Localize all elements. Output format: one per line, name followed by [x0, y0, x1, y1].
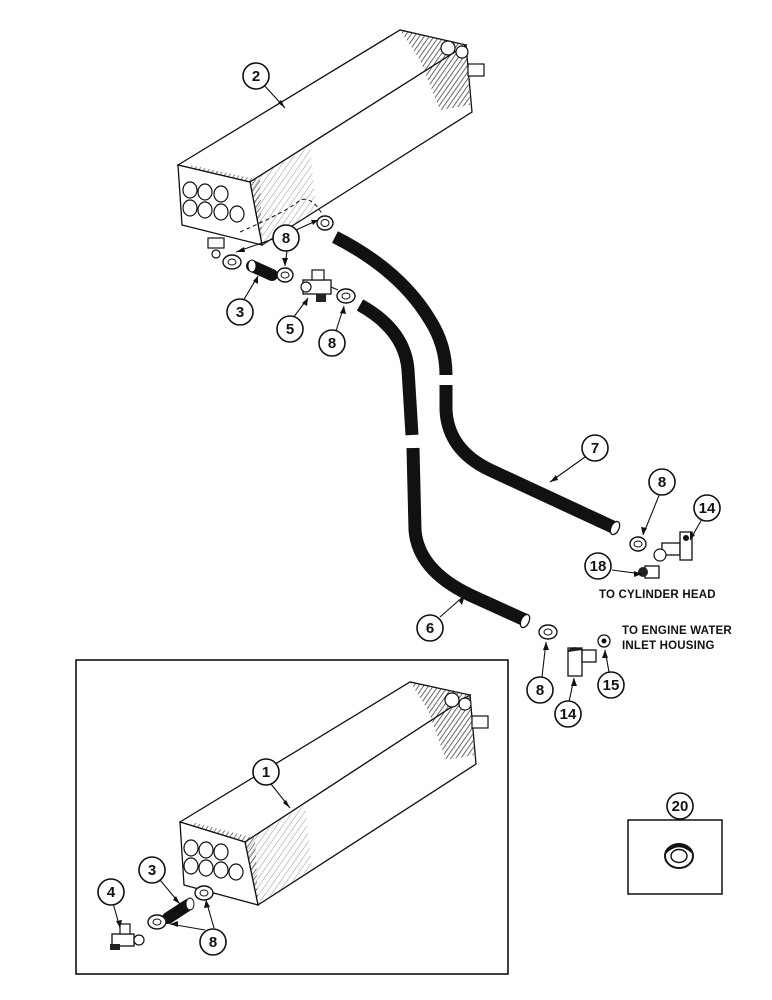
tee-fitting-lower [567, 647, 597, 677]
callout-20: 20 [666, 792, 694, 820]
arrowheads [116, 100, 695, 928]
svg-text:8: 8 [658, 474, 666, 491]
svg-text:2: 2 [252, 68, 260, 85]
callout-5: 5 [276, 315, 304, 343]
hose-clamp [316, 215, 334, 231]
clamp-hose6-end [538, 624, 558, 640]
callout-7: 7 [581, 434, 609, 462]
svg-text:3: 3 [148, 862, 156, 879]
callout-1: 1 [252, 758, 280, 786]
callout-3-inset: 3 [138, 856, 166, 884]
svg-text:7: 7 [591, 440, 599, 457]
inset-valve [110, 923, 145, 950]
svg-text:8: 8 [328, 335, 336, 352]
short-hose [246, 259, 278, 281]
callout-3-upper: 3 [226, 298, 254, 326]
callout-4: 4 [97, 878, 125, 906]
inset-short-hose [162, 897, 195, 924]
callout-2: 2 [242, 62, 270, 90]
callout-8-upper: 8 [272, 224, 300, 252]
clamp-right [336, 288, 356, 304]
callout-8-right: 8 [648, 468, 676, 496]
grommet-box [627, 819, 723, 895]
hose-6 [356, 299, 531, 629]
clamp-left [222, 254, 242, 270]
svg-text:20: 20 [672, 798, 689, 815]
callout-15: 15 [597, 671, 625, 699]
callout-14-upper: 14 [693, 494, 721, 522]
svg-text:3: 3 [236, 304, 244, 321]
callout-8-inset: 8 [199, 928, 227, 956]
svg-text:8: 8 [209, 934, 217, 951]
callout-6: 6 [416, 614, 444, 642]
inset-clamp-lower [147, 914, 167, 930]
svg-text:8: 8 [536, 682, 544, 699]
tee-fitting-upper [653, 531, 693, 562]
svg-text:8: 8 [282, 230, 290, 247]
grommet [664, 843, 694, 869]
callout-8-valve: 8 [318, 329, 346, 357]
heater-core-inset [178, 681, 489, 907]
water-valve [300, 269, 339, 302]
label-engine-water-1: TO ENGINE WATER [622, 625, 732, 637]
svg-text:5: 5 [286, 321, 294, 338]
heater-core-top [176, 29, 485, 259]
hose-7 [332, 231, 621, 536]
callout-8-lower: 8 [526, 676, 554, 704]
fitting-15 [597, 634, 611, 648]
label-cylinder-head: TO CYLINDER HEAD [599, 589, 716, 601]
callout-14-lower: 14 [554, 700, 582, 728]
clamp-middle [276, 267, 294, 283]
fitting-18 [638, 565, 660, 579]
svg-text:18: 18 [590, 558, 607, 575]
callout-18: 18 [584, 552, 612, 580]
inset-box [75, 659, 509, 975]
svg-text:14: 14 [699, 500, 716, 517]
clamp-hose7-end [629, 536, 647, 552]
svg-text:4: 4 [107, 884, 116, 901]
svg-text:6: 6 [426, 620, 434, 637]
svg-text:1: 1 [262, 764, 270, 781]
svg-text:15: 15 [603, 677, 620, 694]
svg-text:14: 14 [560, 706, 577, 723]
label-engine-water-2: INLET HOUSING [622, 640, 715, 652]
inset-clamp-upper [194, 885, 214, 901]
